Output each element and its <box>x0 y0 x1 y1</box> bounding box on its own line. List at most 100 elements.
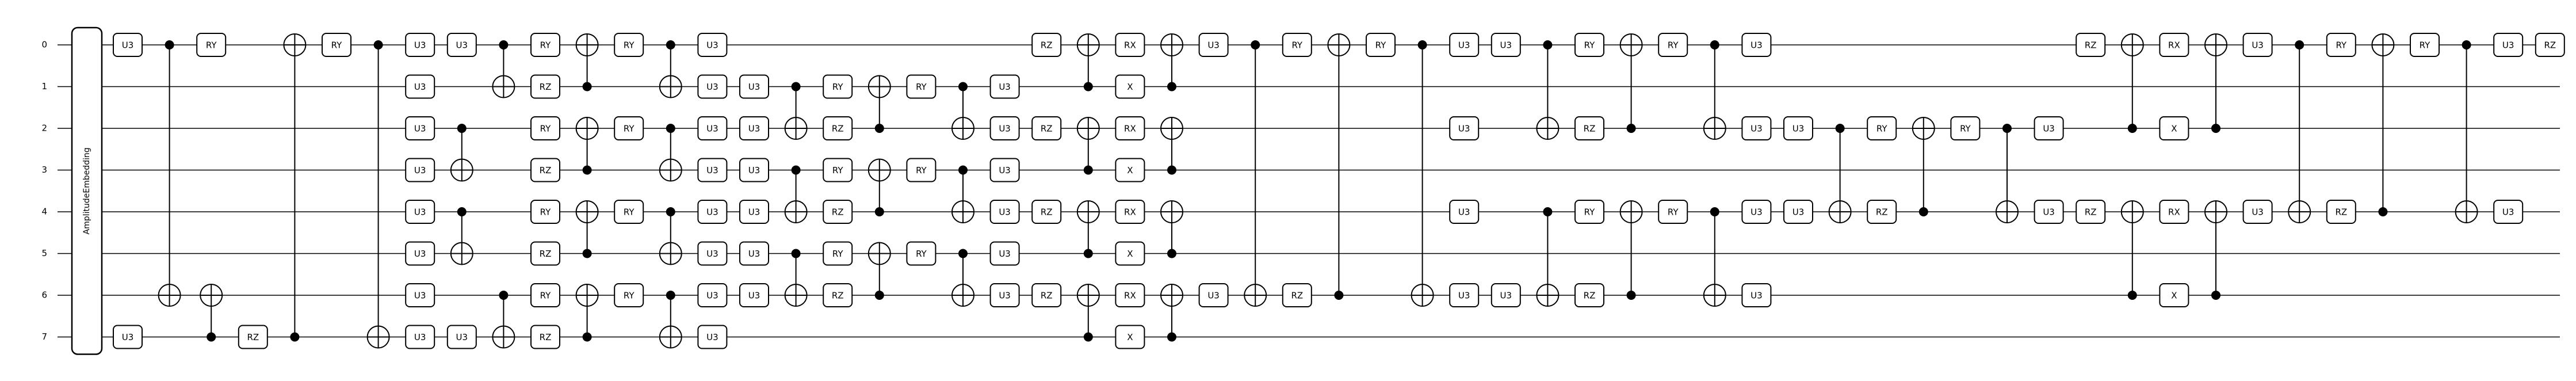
gate-label: RY <box>2420 40 2430 51</box>
gate-u3: U3 <box>446 325 477 349</box>
gate-label: RZ <box>1041 124 1053 134</box>
gate-rx: RX <box>1115 283 1145 307</box>
gate-label: X <box>1127 332 1133 342</box>
gate-box <box>1282 33 1312 57</box>
control-dot <box>1167 82 1176 92</box>
gate-u3: U3 <box>446 33 477 57</box>
gate-label: U3 <box>414 40 426 51</box>
gate-label: RY <box>540 124 551 134</box>
gate-box <box>1449 283 1480 307</box>
qubit-label: 0 <box>41 40 47 50</box>
control-dot <box>1543 207 1553 216</box>
gate-rz: RZ <box>1031 33 1062 57</box>
control-dot <box>1417 40 1427 49</box>
gate-box <box>405 33 435 57</box>
gate-label: RX <box>2168 40 2180 51</box>
gate-ry: RY <box>1658 33 1688 57</box>
gate-u3: U3 <box>2242 33 2273 57</box>
gate-u3: U3 <box>1490 283 1521 307</box>
gate-label: U3 <box>748 165 760 176</box>
gate-label: U3 <box>2043 124 2055 134</box>
cnot-gate <box>2120 200 2144 300</box>
gate-label: RZ <box>832 291 844 301</box>
gate-u3: U3 <box>405 283 435 307</box>
gate-u3: U3 <box>2242 200 2273 224</box>
gate-ry: RY <box>322 33 351 57</box>
gate-u3: U3 <box>405 158 435 182</box>
gate-box <box>2159 283 2189 307</box>
control-dot <box>1334 291 1344 300</box>
gate-label: X <box>1127 165 1133 176</box>
control-dot <box>1710 40 1719 49</box>
gate-box <box>614 33 644 57</box>
control-dot <box>874 207 884 216</box>
cnot-gate <box>867 75 891 133</box>
gate-box <box>1490 33 1521 57</box>
gate-label: RY <box>624 40 635 51</box>
cnot-gate <box>951 165 974 223</box>
gate-label: RZ <box>832 124 844 134</box>
gate-box <box>823 158 853 182</box>
gate-label: U3 <box>1751 207 1763 218</box>
gate-label: U3 <box>414 165 426 176</box>
gate-box <box>446 325 477 349</box>
gate-label: U3 <box>456 332 468 342</box>
cnot-gate <box>951 82 974 140</box>
gate-ry: RY <box>530 33 560 57</box>
gate-label: U3 <box>1458 207 1470 218</box>
gate-u3: U3 <box>989 74 1020 99</box>
gate-rz: RZ <box>530 325 560 349</box>
gate-u3: U3 <box>697 74 728 99</box>
gate-box <box>2076 200 2106 224</box>
gate-box <box>530 33 560 57</box>
gate-u3: U3 <box>739 200 769 224</box>
gate-label: U3 <box>456 40 468 51</box>
gate-u3: U3 <box>989 158 1020 182</box>
gate-rx: RX <box>2159 200 2189 224</box>
gate-rz: RZ <box>2076 200 2106 224</box>
gate-box <box>1658 200 1688 224</box>
gate-label: RY <box>1375 40 1386 51</box>
gate-box <box>2493 33 2524 57</box>
gate-ry: RY <box>614 283 644 307</box>
gate-box <box>739 241 769 266</box>
cnot-gate <box>1160 284 1183 342</box>
gate-label: RY <box>1291 40 1302 51</box>
cnot-gate <box>2371 33 2395 216</box>
gate-label: RY <box>1960 124 1971 134</box>
gate-label: X <box>2171 291 2177 301</box>
gate-label: RX <box>2168 207 2180 218</box>
control-dot <box>1251 40 1260 49</box>
control-dot <box>582 82 592 92</box>
gate-box <box>1282 283 1312 307</box>
gate-box <box>530 241 560 266</box>
control-dot <box>457 207 467 216</box>
control-dot <box>666 207 675 216</box>
gate-label: RY <box>1584 40 1595 51</box>
gate-label: RY <box>832 165 843 176</box>
gate-label: U3 <box>2502 207 2514 218</box>
gate-label: RZ <box>540 82 552 92</box>
control-dot <box>666 124 675 133</box>
gate-u3: U3 <box>113 325 143 349</box>
control-dot <box>1167 249 1176 258</box>
gate-label: U3 <box>414 332 426 342</box>
control-dot <box>2462 40 2471 49</box>
gate-label: RY <box>2336 40 2346 51</box>
cnot-gate <box>2455 40 2478 223</box>
control-dot <box>1710 207 1719 216</box>
gate-box <box>1867 116 1897 140</box>
gate-u3: U3 <box>1783 116 1813 140</box>
gate-label: U3 <box>706 165 718 176</box>
gate-label: RX <box>1124 124 1136 134</box>
gate-box <box>1783 116 1813 140</box>
gate-box <box>614 116 644 140</box>
gate-rz: RZ <box>823 116 853 140</box>
gate-label: U3 <box>414 82 426 92</box>
control-dot <box>207 332 216 342</box>
gate-box <box>405 283 435 307</box>
gate-label: U3 <box>1458 40 1470 51</box>
gate-box <box>2034 116 2064 140</box>
cnot-gate <box>1703 40 1726 140</box>
gate-u3: U3 <box>2493 200 2524 224</box>
